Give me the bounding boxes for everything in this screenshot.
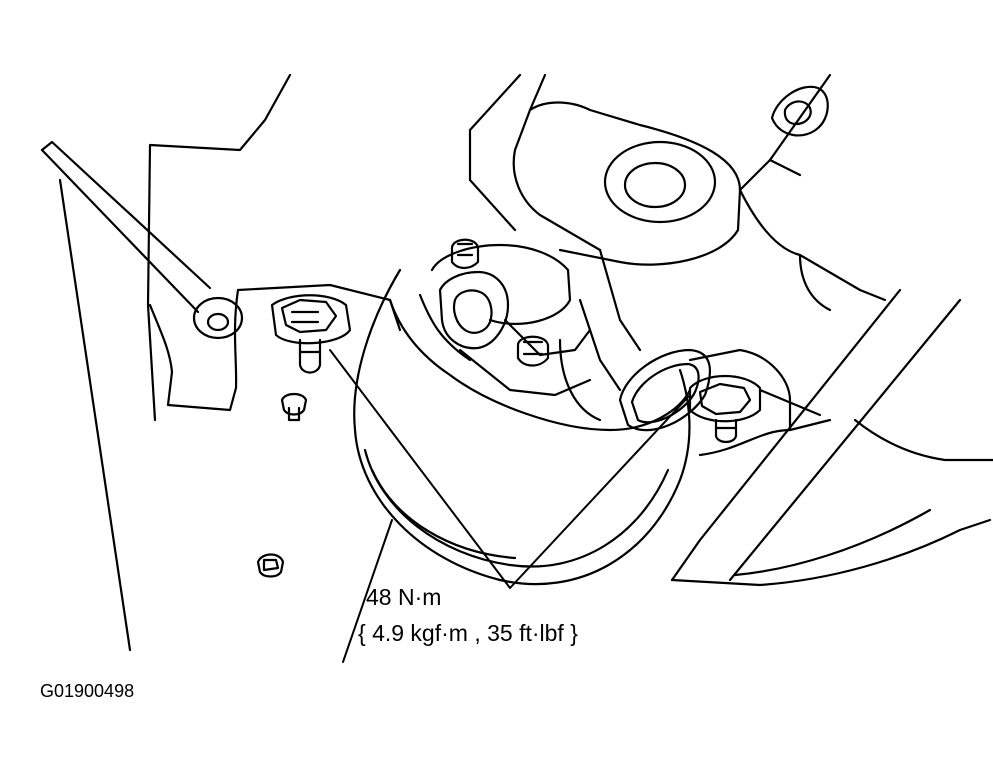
left-body-panel	[60, 75, 400, 650]
wrench-tool	[42, 142, 242, 338]
right-heat-shield	[672, 190, 993, 585]
panel-stud-upper	[282, 394, 306, 420]
clamp-bolt-top	[452, 240, 478, 268]
clamp-bolt-center	[518, 337, 548, 366]
left-flange-bolt	[272, 295, 350, 372]
manifold-stud	[772, 87, 828, 136]
flange-gasket	[620, 350, 710, 430]
torque-value-label: 48 N·m	[366, 584, 442, 610]
upper-pipe-clamp	[432, 245, 590, 395]
lower-pipe-section	[560, 300, 620, 420]
right-flange-bolt	[690, 376, 760, 442]
torque-callout-leaders	[330, 350, 690, 662]
figure-id-label: G01900498	[40, 681, 135, 701]
panel-stud-lower	[258, 555, 283, 577]
catalytic-converter-body	[354, 270, 690, 584]
exhaust-manifold-pipe	[470, 75, 830, 350]
torque-alt-units-label: { 4.9 kgf·m , 35 ft·lbf }	[358, 620, 578, 646]
